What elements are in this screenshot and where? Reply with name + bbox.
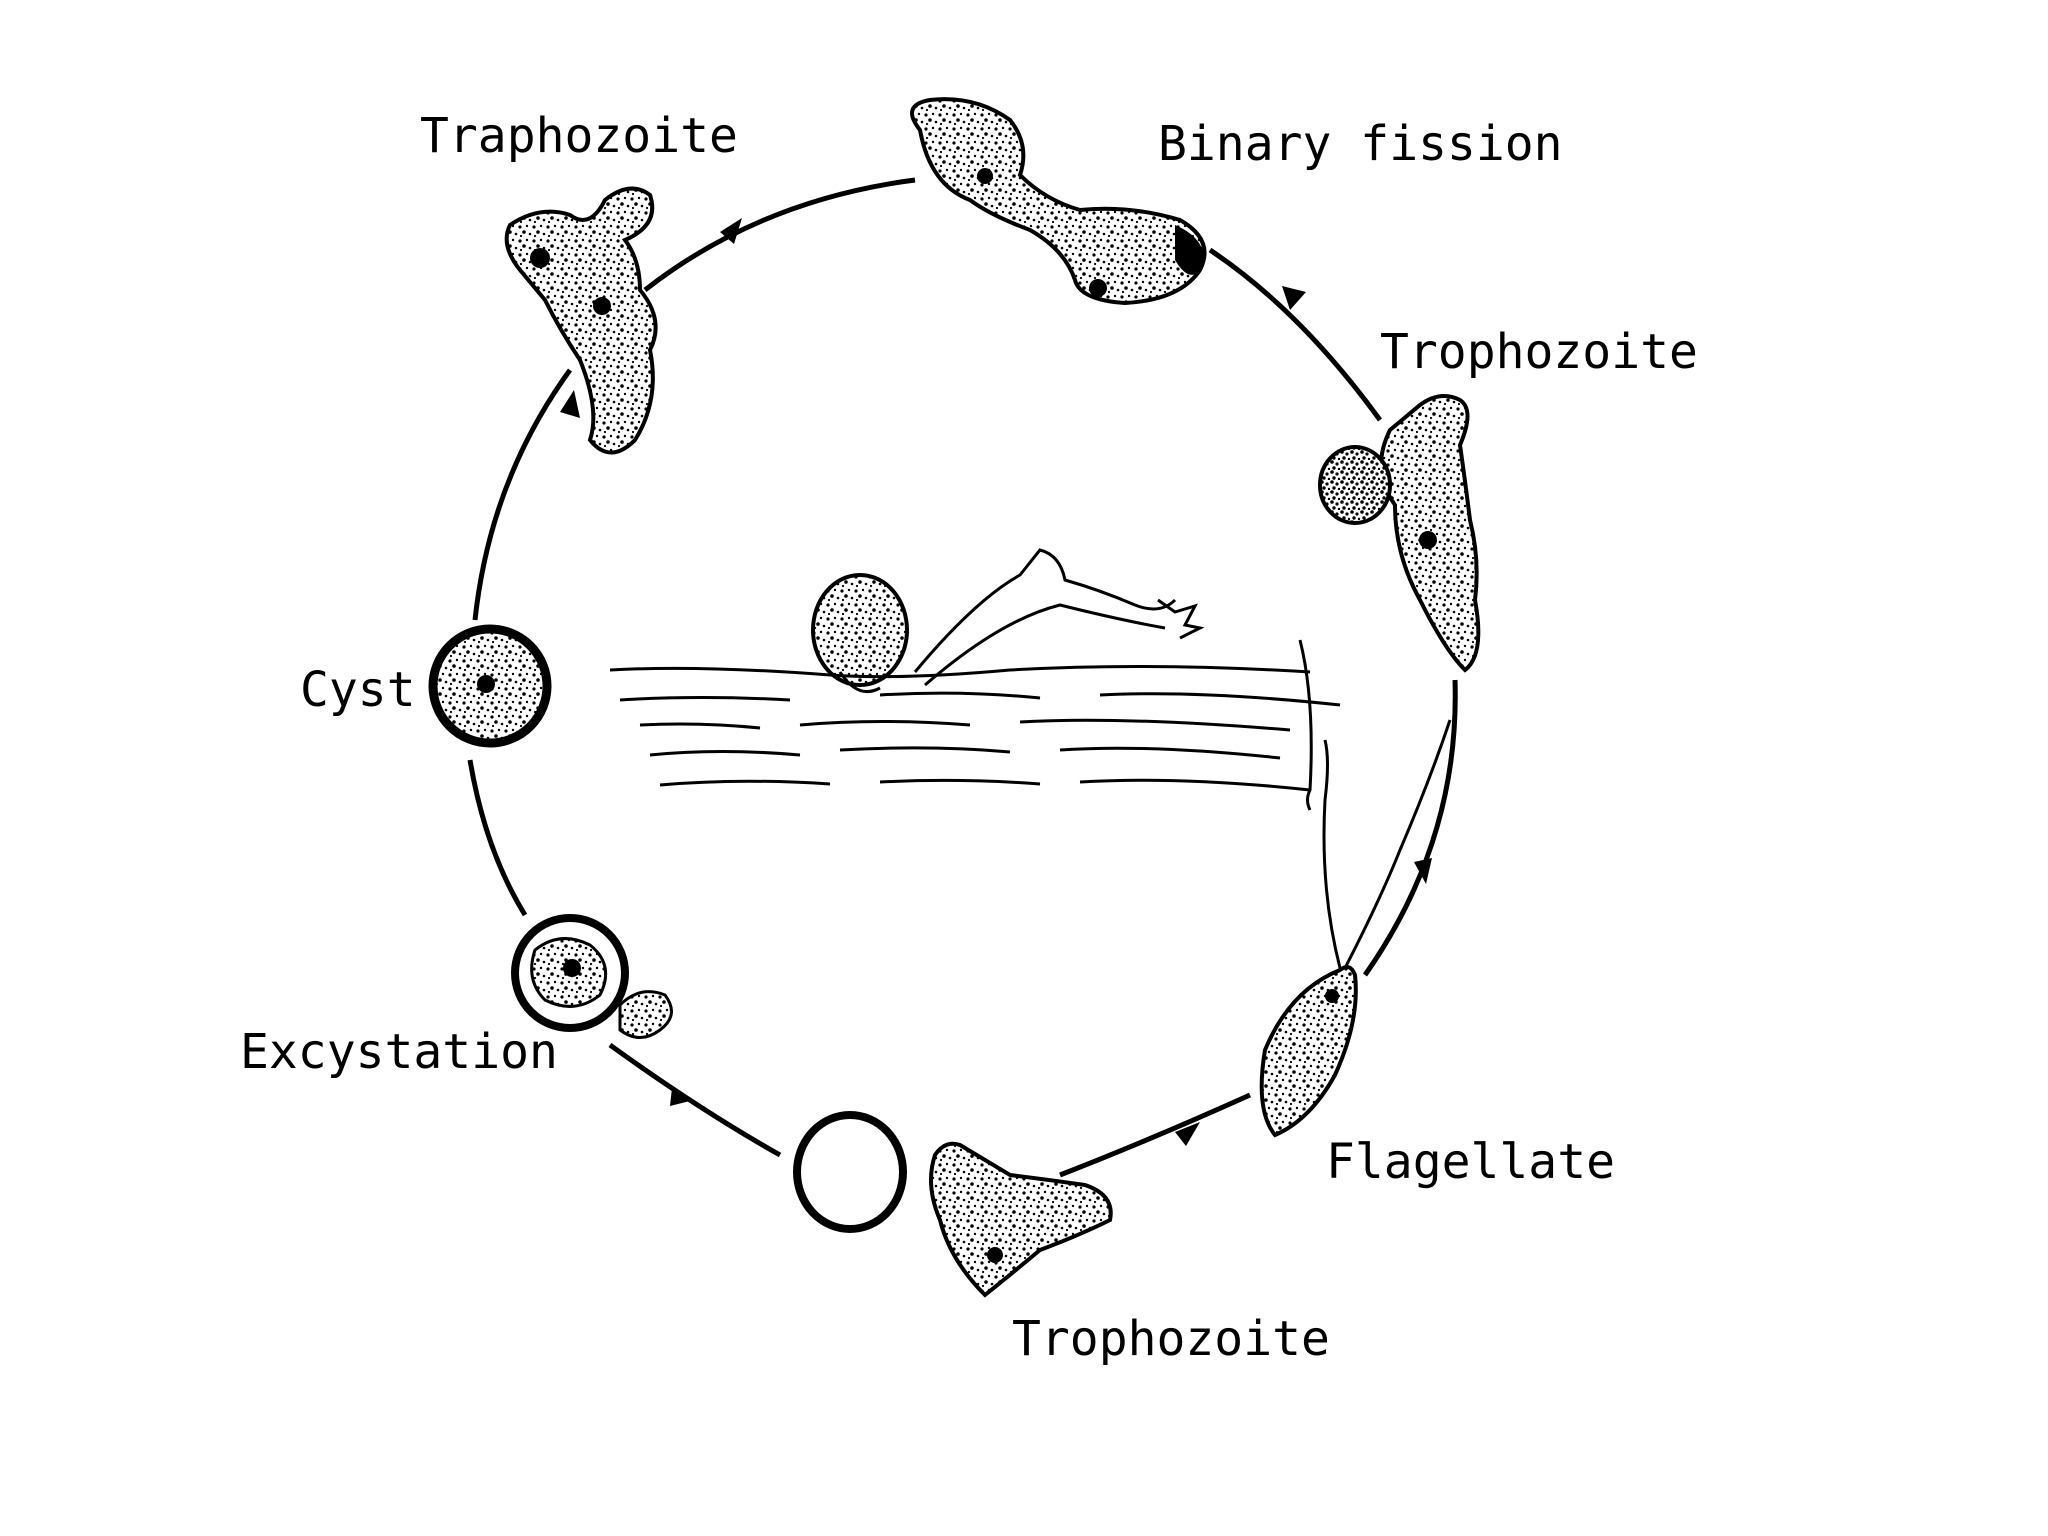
label-binary-fission: Binary fission (1158, 116, 1563, 172)
binary-fission-organism (910, 97, 1207, 306)
trophozoite-bottom-organism (929, 1141, 1113, 1298)
arc-fission-to-trophozoite (1208, 247, 1383, 422)
cyst-organism (428, 624, 552, 748)
label-trophozoite-top-left: Traphozoite (420, 108, 738, 164)
label-trophozoite-right: Trophozoite (1380, 324, 1698, 380)
arc-traphozoite-to-cyst (472, 368, 573, 621)
arrow-head-bottom-right (1175, 1122, 1200, 1146)
label-trophozoite-bottom: Trophozoite (1012, 1311, 1330, 1367)
arrow-head-right-lower (1414, 858, 1432, 884)
swimmer-hand (1157, 598, 1205, 640)
label-cyst: Cyst (300, 662, 416, 718)
flagellate-organism (1259, 719, 1452, 1138)
swimmer-head (811, 573, 909, 687)
arrowheads (560, 218, 1432, 1146)
excystation-organism (511, 914, 673, 1039)
swimmer-arm-lower (924, 603, 1166, 687)
label-flagellate: Flagellate (1326, 1134, 1615, 1190)
empty-cyst (793, 1111, 907, 1233)
arc-trophozoite-to-flagellate (1362, 679, 1458, 977)
swimmer-illustration (609, 548, 1341, 811)
swimmer-arm (913, 548, 1177, 673)
arrow-head-bottom-left (670, 1088, 694, 1106)
cycle-arcs (467, 177, 1458, 1178)
arrow-head-left (560, 390, 580, 418)
trophozoite-right-organism (1318, 394, 1481, 673)
trophozoite-top-left-organism (504, 186, 658, 455)
arc-cyst-to-excystation (467, 759, 528, 917)
arc-traphozoite-to-fission (643, 177, 916, 292)
arc-flagellate-to-trophozoite (1059, 1092, 1252, 1178)
water-lines (609, 639, 1341, 811)
arrow-head-top (720, 218, 742, 244)
arc-empty-cyst-to-excystation (608, 1042, 782, 1158)
arrow-head-right-upper (1282, 286, 1306, 310)
label-excystation: Excystation (240, 1024, 558, 1080)
